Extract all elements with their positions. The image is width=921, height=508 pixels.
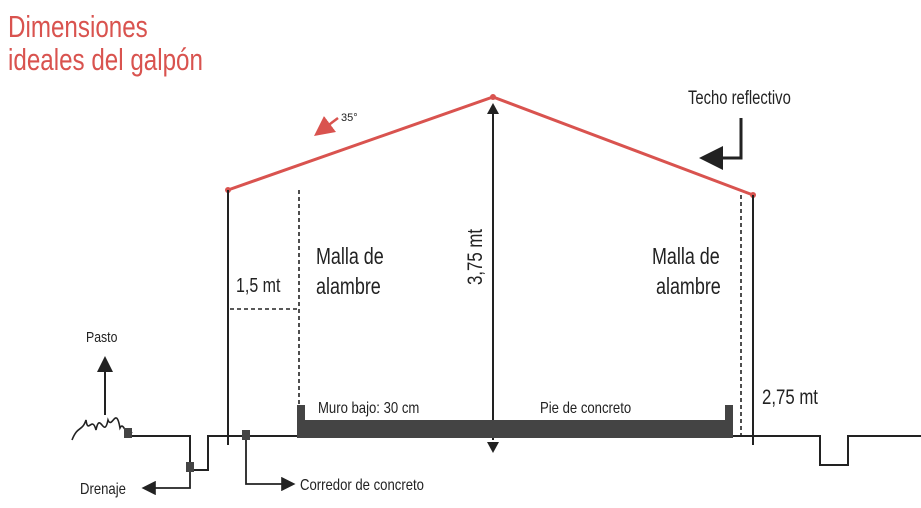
grass-post (124, 428, 132, 438)
grass-icon (71, 417, 133, 441)
low-wall-left (297, 405, 305, 425)
corridor-label: Corredor de concreto (300, 477, 424, 494)
mesh-left-line-2: alambre (316, 274, 381, 300)
low-wall-label: Muro bajo: 30 cm (318, 400, 419, 417)
concrete-foot-label: Pie de concreto (540, 400, 631, 417)
low-wall-right (725, 405, 733, 425)
mesh-left-line-1: Malla de (316, 244, 384, 270)
center-arrow-bottom (487, 442, 499, 453)
roof-pointer-arrow (699, 118, 743, 170)
corridor-pointer (245, 440, 296, 492)
ground-line (130, 435, 921, 471)
mesh-right-line-1: Malla de (652, 244, 720, 270)
side-height-label: 2,75 mt (762, 386, 819, 409)
drainage-label: Drenaje (80, 481, 126, 498)
center-arrow-top (487, 103, 499, 114)
mesh-right-line-2: alambre (656, 274, 721, 300)
roof-peak-dot (490, 94, 496, 100)
width-side-label: 1,5 mt (236, 274, 280, 296)
angle-label: 35° (341, 112, 358, 124)
title-line-1: Dimensiones (8, 9, 148, 44)
concrete-slab (297, 420, 733, 438)
diagram-title: Dimensiones ideales del galpón (8, 10, 203, 76)
corridor-marker (242, 430, 250, 440)
center-height-label: 3,75 mt (464, 228, 487, 285)
drainage-pointer (141, 472, 191, 496)
roof-label: Techo reflectivo (688, 87, 791, 108)
title-line-2: ideales del galpón (8, 42, 203, 77)
grass-label: Pasto (86, 329, 118, 345)
angle-arrow (314, 116, 339, 136)
drain-marker (186, 462, 194, 472)
